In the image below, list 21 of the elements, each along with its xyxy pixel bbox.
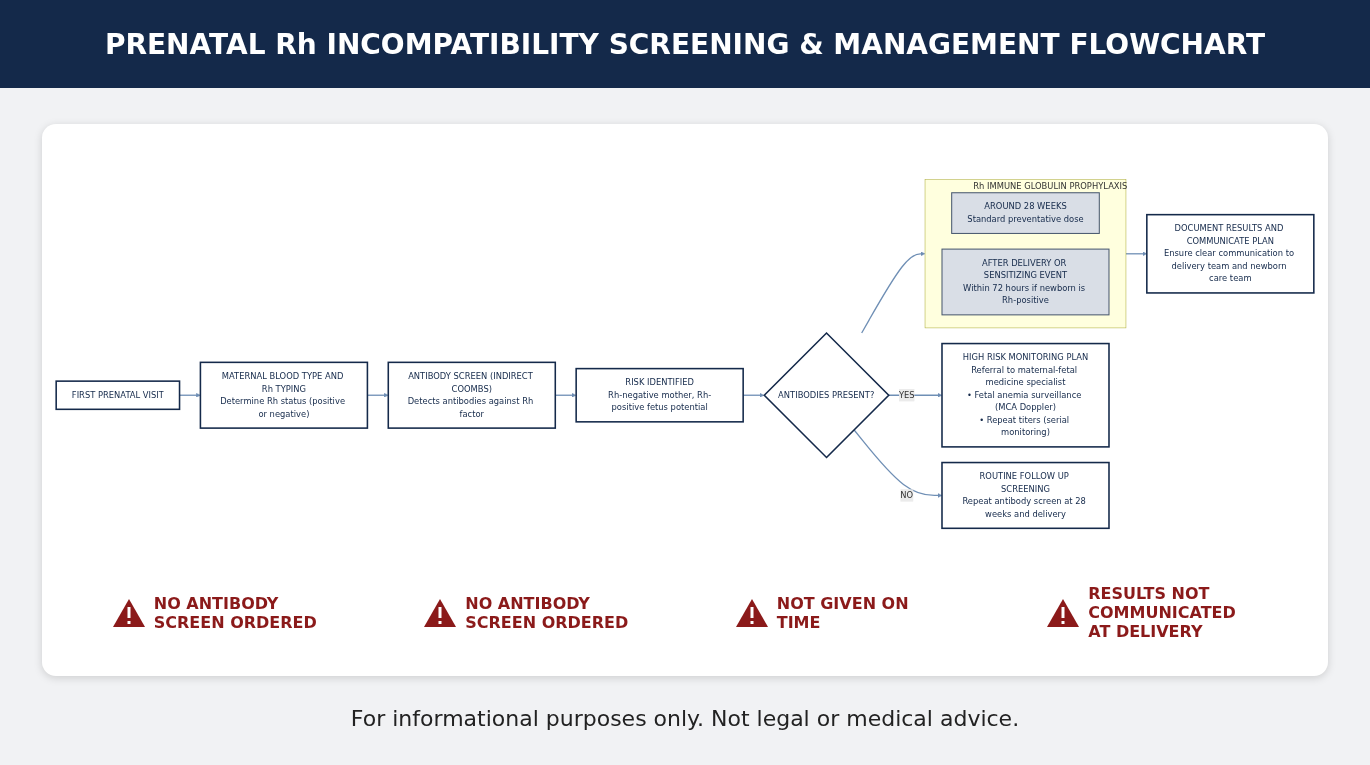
node-box bbox=[941, 248, 1110, 316]
node-diamond bbox=[763, 331, 890, 459]
edge-label: NO bbox=[900, 490, 914, 501]
node-box bbox=[55, 380, 181, 411]
warning-label: NO ANTIBODY SCREEN ORDERED bbox=[153, 593, 318, 632]
title: PRENATAL Rh INCOMPATIBILITY SCREENING & MANAGEMENT FLOWCHART bbox=[104, 27, 1266, 61]
card-background: YES NO Rh IMMUNE GLOBULIN PROPHYLAXIS AROUND 28 WEEKS Standard preventative dose AFTER DELIVERY OR SENSITIZING EVENT Within 72 hours if newborn is Rh-positive FIRST PRENATAL VISIT MATERNAL BLOOD TYPE AND Rh TYPING Determine Rh status (positive or negative) ANTIBODY SCREEN (INDIRECT COOMBS) Detects antibodies against Rh factor RISK IDENTIFIED Rh-negative mother, Rh-positive fetus potential ANTIBODIES PRESENT? HIGH RISK MONITORING PLAN Referral to maternal-fetal medicine specialist • Fetal anemia surveillance (MCA Doppler) • Repeat titers (serial monitoring) ROUTINE FOLLOW UP SCREENING Repeat antibody screen at 28 weeks and delivery DOCUMENT RESULTS AND COMMUNICATE PLAN Ensure clear communication to delivery team and newborn care team NO ANTIBODY SCREEN ORDERED NO ANTIBODY SCREEN ORDERED NOT GIVEN ON TIME RESULTS NOT COMMUNICATED AT DELIVERY bbox=[42, 124, 1328, 676]
edge-label: YES bbox=[898, 390, 915, 400]
node-box bbox=[575, 367, 744, 423]
warning-label: NO ANTIBODY SCREEN ORDERED bbox=[465, 593, 630, 632]
node-box bbox=[941, 461, 1110, 530]
caption: For informational purposes only. Not legal or medical advice. bbox=[349, 706, 1021, 731]
warning-label: RESULTS NOT COMMUNICATED AT DELIVERY bbox=[1088, 584, 1237, 641]
node-box bbox=[941, 342, 1110, 448]
cluster bbox=[924, 179, 1127, 329]
node-box bbox=[387, 361, 557, 429]
node-box bbox=[951, 192, 1100, 234]
node-box bbox=[199, 361, 369, 429]
warning-label: NOT GIVEN ON TIME bbox=[776, 593, 910, 632]
node-box bbox=[1146, 213, 1315, 294]
arrow bbox=[861, 251, 926, 334]
